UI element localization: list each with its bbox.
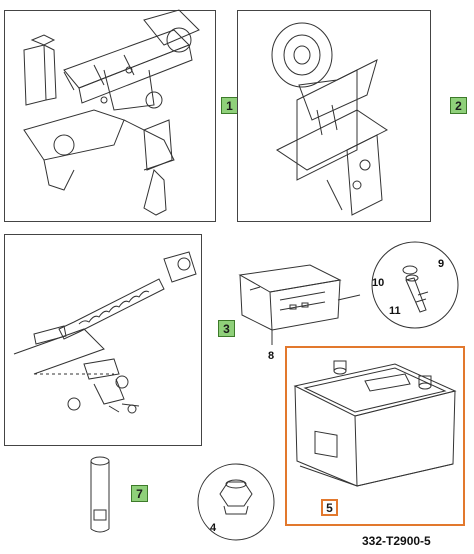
panel-shaft-assembly [4, 234, 202, 446]
callout-4: 4 [210, 522, 217, 534]
callout-11: 11 [389, 305, 401, 317]
control-module-illustration [238, 264, 361, 345]
callout-8: 8 [268, 350, 275, 362]
panel-axle-assembly [4, 10, 216, 222]
nut-detail-circle [197, 463, 275, 541]
callout-2: 2 [450, 97, 467, 114]
figure-id: 332-T2900-5 [362, 534, 431, 548]
pin-illustration [90, 456, 110, 533]
callout-5: 5 [321, 499, 338, 516]
battery-illustration [293, 360, 457, 487]
fastener-detail-circle [371, 241, 459, 329]
platform-assembly-illustration [271, 22, 388, 216]
callout-3: 3 [218, 320, 235, 337]
callout-10: 10 [372, 277, 385, 289]
shaft-assembly-illustration [13, 251, 197, 414]
callout-7: 7 [131, 485, 148, 502]
callout-1: 1 [221, 97, 238, 114]
callout-9: 9 [438, 258, 445, 270]
axle-assembly-illustration [23, 9, 200, 216]
